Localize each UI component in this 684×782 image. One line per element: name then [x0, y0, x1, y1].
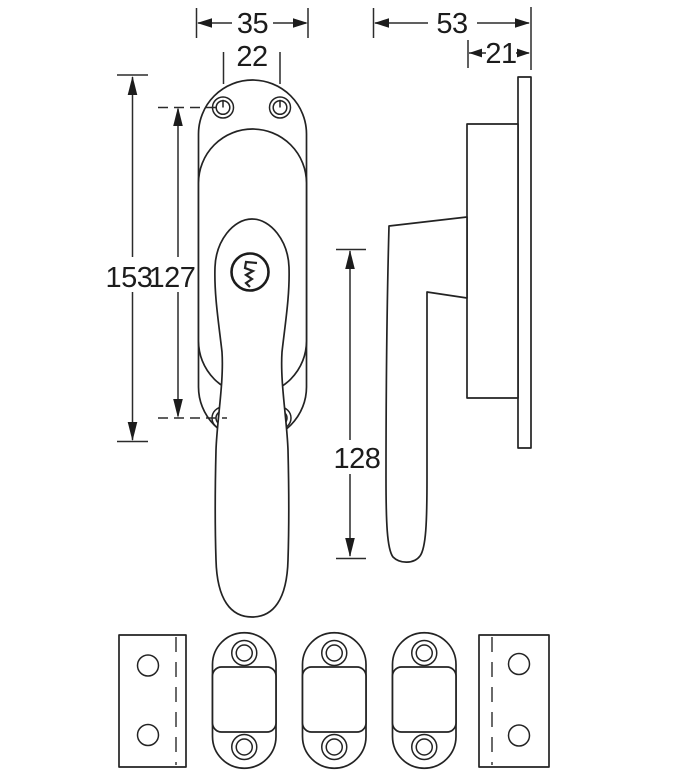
fittings-row	[118, 631, 550, 770]
dimension-side-handle-length: 128	[334, 248, 381, 560]
side-view	[385, 76, 532, 563]
dim-label-153: 153	[106, 262, 153, 294]
dimension-front-width: 35	[195, 8, 309, 40]
dim-label-53: 53	[436, 8, 467, 40]
dim-label-21: 21	[485, 38, 516, 70]
dim-label-128: 128	[334, 443, 381, 475]
side-handle-base	[466, 123, 519, 399]
key-cylinder	[230, 252, 270, 292]
dimension-front-hole-height: 127	[149, 107, 196, 418]
dimension-side-plate-depth: 21	[467, 38, 530, 70]
keyway-icon	[243, 260, 258, 288]
keeper-2	[301, 631, 367, 770]
dim-label-35: 35	[237, 8, 268, 40]
keeper-1	[211, 631, 277, 770]
front-top-screw-holes	[211, 96, 292, 119]
keeper-3	[391, 631, 457, 770]
dimension-side-depth: 53	[372, 7, 532, 70]
dim-label-127: 127	[149, 262, 196, 294]
mounting-plate-right	[478, 634, 550, 768]
dimension-front-hole-spacing: 22	[222, 41, 281, 84]
dimension-front-plate-height: 153	[106, 74, 153, 443]
side-backplate	[517, 76, 532, 449]
front-view	[158, 79, 308, 618]
dim-label-22: 22	[236, 41, 267, 73]
mounting-plate-left	[118, 634, 187, 768]
front-handle-grip	[214, 218, 290, 618]
side-handle-lever	[385, 216, 468, 563]
